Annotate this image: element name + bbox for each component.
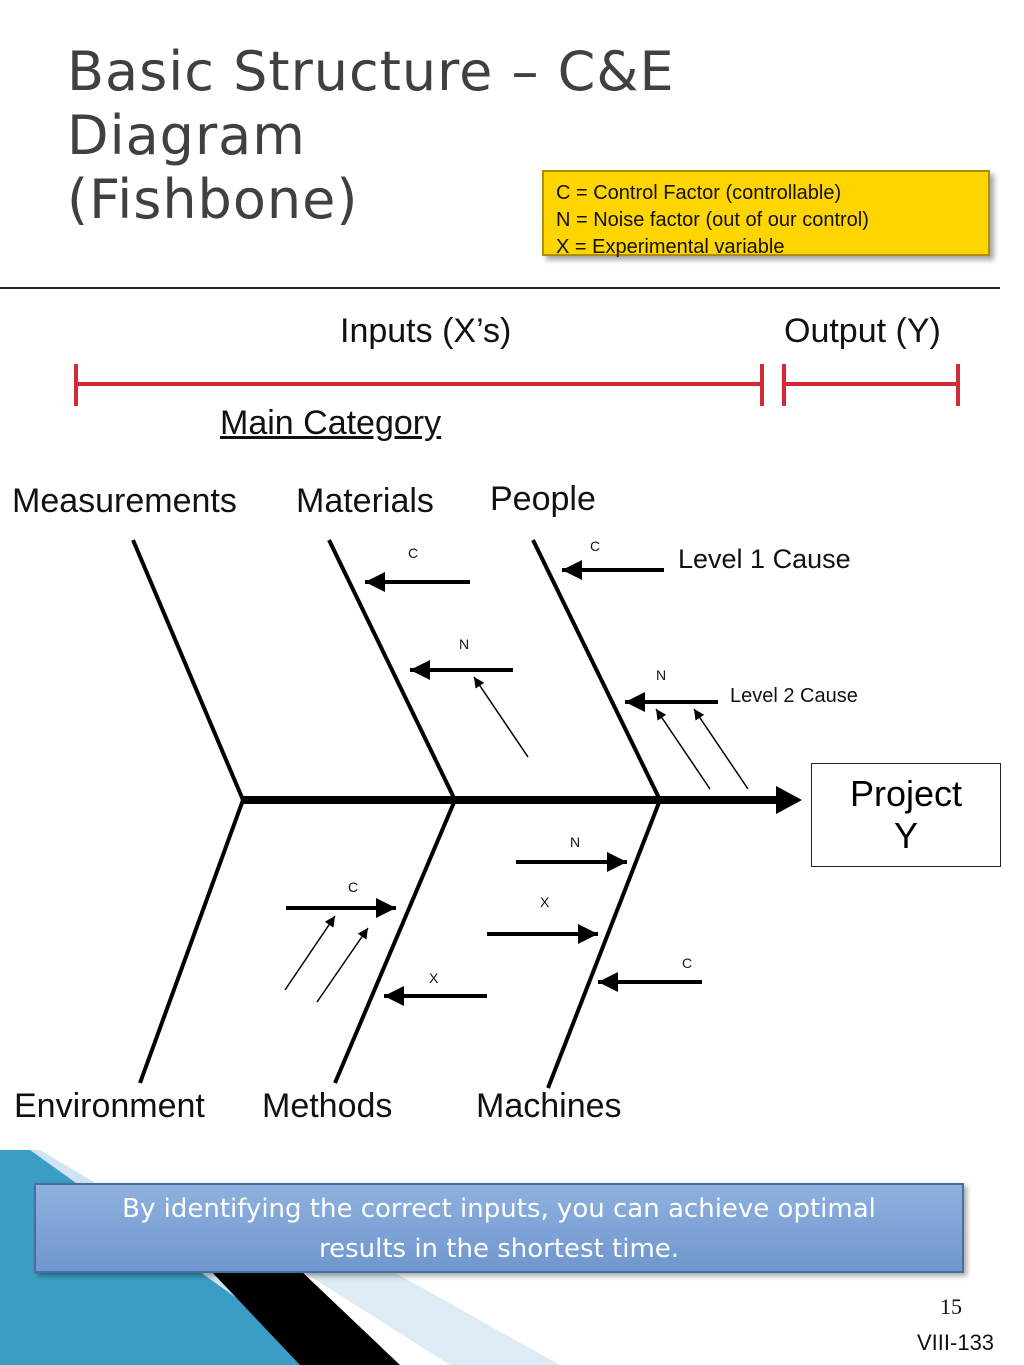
key-message-callout: By identifying the correct inputs, you c… [34, 1183, 964, 1273]
project-y-box: Project Y [811, 763, 1001, 867]
bone-environment [138, 799, 245, 1084]
category-methods: Methods [262, 1087, 393, 1125]
page-number: 15 [940, 1294, 962, 1319]
corner-dark-stripe [210, 1270, 400, 1365]
bone-methods [333, 799, 457, 1084]
category-measurements: Measurements [12, 482, 237, 520]
level2-cause-label: Level 2 Cause [730, 685, 858, 707]
legend-noise-factor: N = Noise factor (out of our control) [556, 209, 869, 231]
slide-title: Basic Structure – C&E Diagram (Fishbone) [67, 40, 675, 232]
bone-machines [546, 799, 662, 1089]
output-range-bar [782, 364, 960, 406]
mark-environment-c: C [348, 879, 359, 895]
level2-arrow-people-a [655, 708, 711, 790]
level2-arrow-environment-a [284, 915, 336, 991]
title-divider [0, 287, 1000, 289]
legend-experimental-variable: X = Experimental variable [556, 236, 785, 258]
mark-machines-x: X [540, 894, 550, 910]
callout-line: By identifying the correct inputs, you c… [122, 1194, 876, 1224]
title-line: Diagram [67, 104, 306, 167]
project-box-line: Y [893, 815, 918, 856]
mark-people-n: N [656, 667, 667, 683]
level1-cause-label: Level 1 Cause [678, 544, 851, 574]
mark-materials-n: N [459, 636, 470, 652]
inputs-range-bar [74, 364, 764, 406]
spine-arrowhead [776, 786, 802, 814]
bone-materials [327, 539, 457, 801]
output-label: Output (Y) [784, 312, 941, 350]
title-line: (Fishbone) [67, 168, 359, 231]
title-line: Basic Structure – C&E [67, 40, 675, 103]
slide-code: VIII-133 [917, 1330, 995, 1355]
mark-machines-c: C [682, 955, 693, 971]
category-machines: Machines [476, 1087, 622, 1125]
corner-pale-stripe [300, 1270, 560, 1365]
category-environment: Environment [14, 1087, 205, 1125]
category-people: People [490, 480, 596, 518]
legend-control-factor: C = Control Factor (controllable) [556, 182, 842, 204]
mark-people-c: C [590, 538, 601, 554]
bone-people [531, 539, 662, 801]
inputs-label: Inputs (X’s) [340, 312, 512, 350]
mark-methods-x: X [429, 970, 439, 986]
bone-measurements [131, 539, 245, 801]
mark-materials-c: C [408, 545, 419, 561]
level2-arrow-materials [473, 676, 529, 758]
main-category-label: Main Category [220, 404, 442, 442]
level2-arrow-environment-b [316, 927, 369, 1003]
mark-machines-n: N [570, 834, 581, 850]
factor-legend-box: C = Control Factor (controllable) N = No… [542, 170, 990, 258]
level2-arrow-people-b [693, 708, 749, 790]
category-materials: Materials [296, 482, 434, 520]
callout-line: results in the shortest time. [318, 1234, 680, 1264]
project-box-line: Project [849, 773, 963, 814]
